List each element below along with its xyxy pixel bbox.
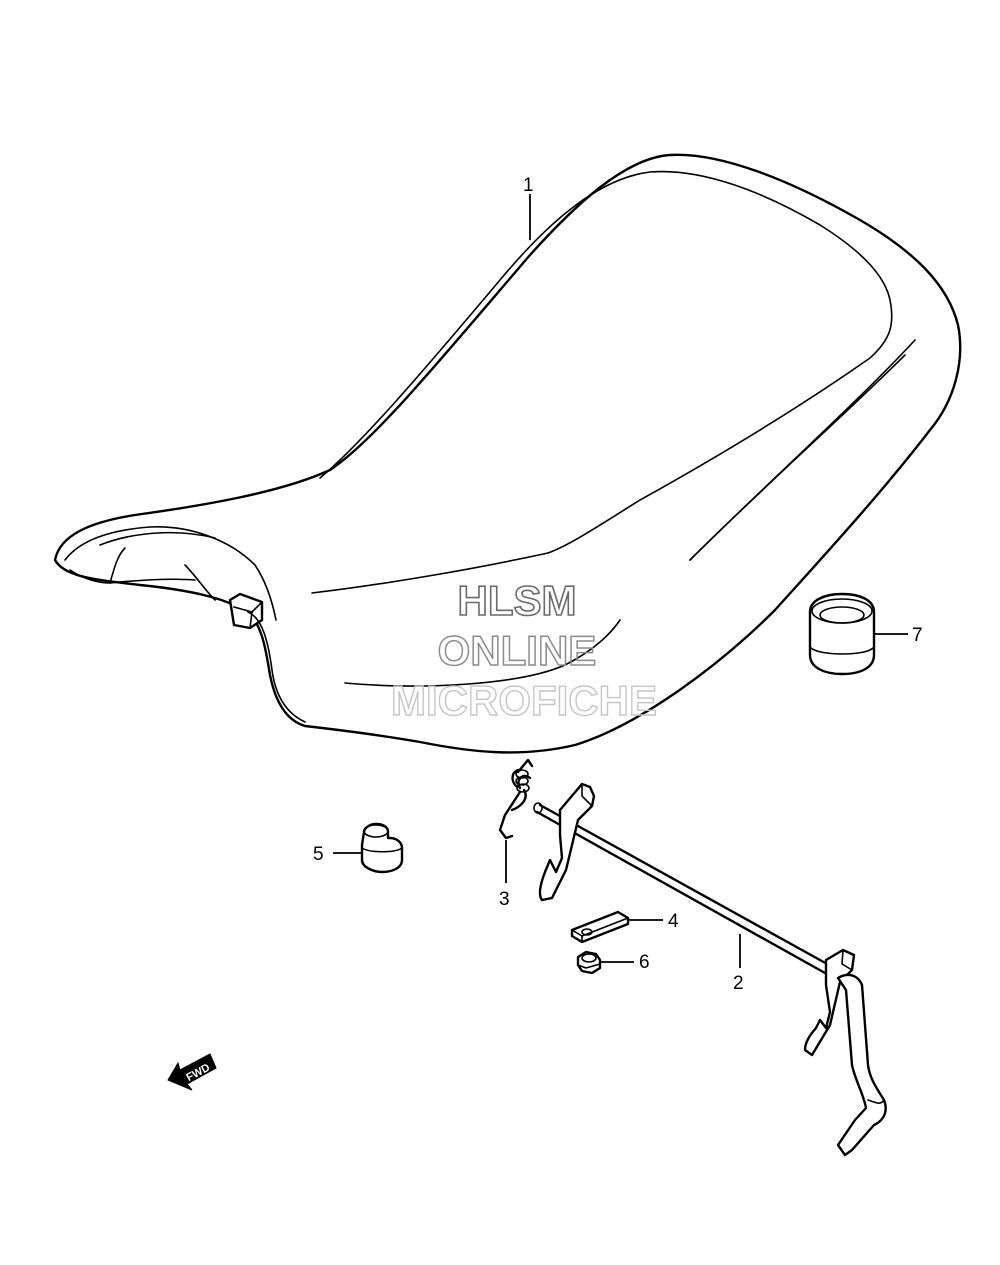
- lock-rod-part-2: 2: [533, 782, 887, 1157]
- callout-1: 1: [523, 175, 534, 196]
- watermark-line-2: ONLINE: [438, 627, 597, 674]
- watermark-line-3: MICROFICHE: [391, 677, 657, 724]
- forward-direction-arrow-icon: FWD: [167, 1053, 217, 1091]
- plate-part-4: 4: [570, 910, 679, 944]
- callout-5: 5: [313, 844, 324, 865]
- spring-part-3: 3: [498, 758, 534, 910]
- nut-part-6: 6: [576, 950, 650, 975]
- bumper-part-5: 5: [313, 822, 404, 874]
- watermark: HLSM ONLINE MICROFICHE: [390, 576, 657, 725]
- cushion-part-7: 7: [808, 592, 923, 676]
- callout-6: 6: [639, 952, 650, 973]
- callout-3: 3: [499, 889, 510, 910]
- callout-2: 2: [733, 973, 744, 994]
- callout-4: 4: [668, 911, 679, 932]
- seat-part: 1: [53, 153, 962, 754]
- watermark-line-1: HLSM: [458, 577, 577, 624]
- callout-7: 7: [912, 625, 923, 646]
